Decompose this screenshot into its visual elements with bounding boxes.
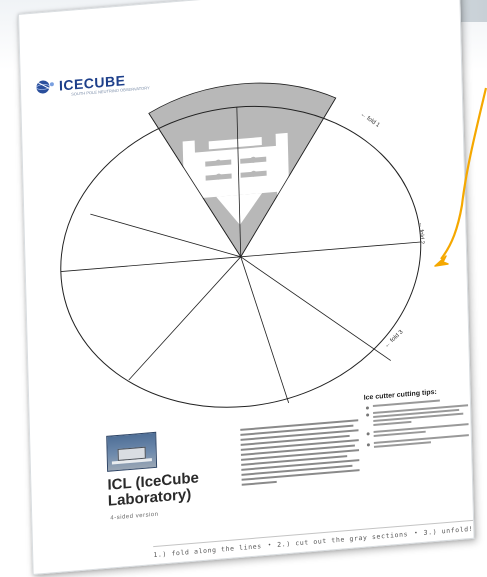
step-separator: • [414,530,417,537]
template-sheet: ICECUBE SOUTH POLE NEUTRINO OBSERVATORY [18,0,475,575]
fold-label-2: ← fold 2 [417,222,424,246]
fold-label-1: ← fold 1 [359,112,381,130]
step-3: 3.) unfold! [423,524,474,537]
steps-footer: 1.) fold along the lines • 2.) cut out t… [153,519,474,560]
globe-icon [36,80,55,94]
icl-photo [106,431,158,472]
step-1: 1.) fold along the lines [153,542,262,560]
snowflake-wheel: ← fold 1 ← fold 2 ← fold 3 [60,82,425,408]
step-separator: • [268,542,271,549]
cutting-tips: Ice cutter cutting tips: [364,386,470,453]
model-subtitle: 4-sided version [110,511,159,522]
instructions-paragraph [240,419,360,489]
icl-building-details [205,156,267,181]
fold-lines [60,97,421,404]
fold-label-3: ← fold 3 [384,329,405,349]
model-title: ICL (IceCube Laboratory) [107,469,200,510]
icecube-logo: ICECUBE SOUTH POLE NEUTRINO OBSERVATORY [35,72,150,97]
step-2: 2.) cut out the gray sections [277,530,409,549]
